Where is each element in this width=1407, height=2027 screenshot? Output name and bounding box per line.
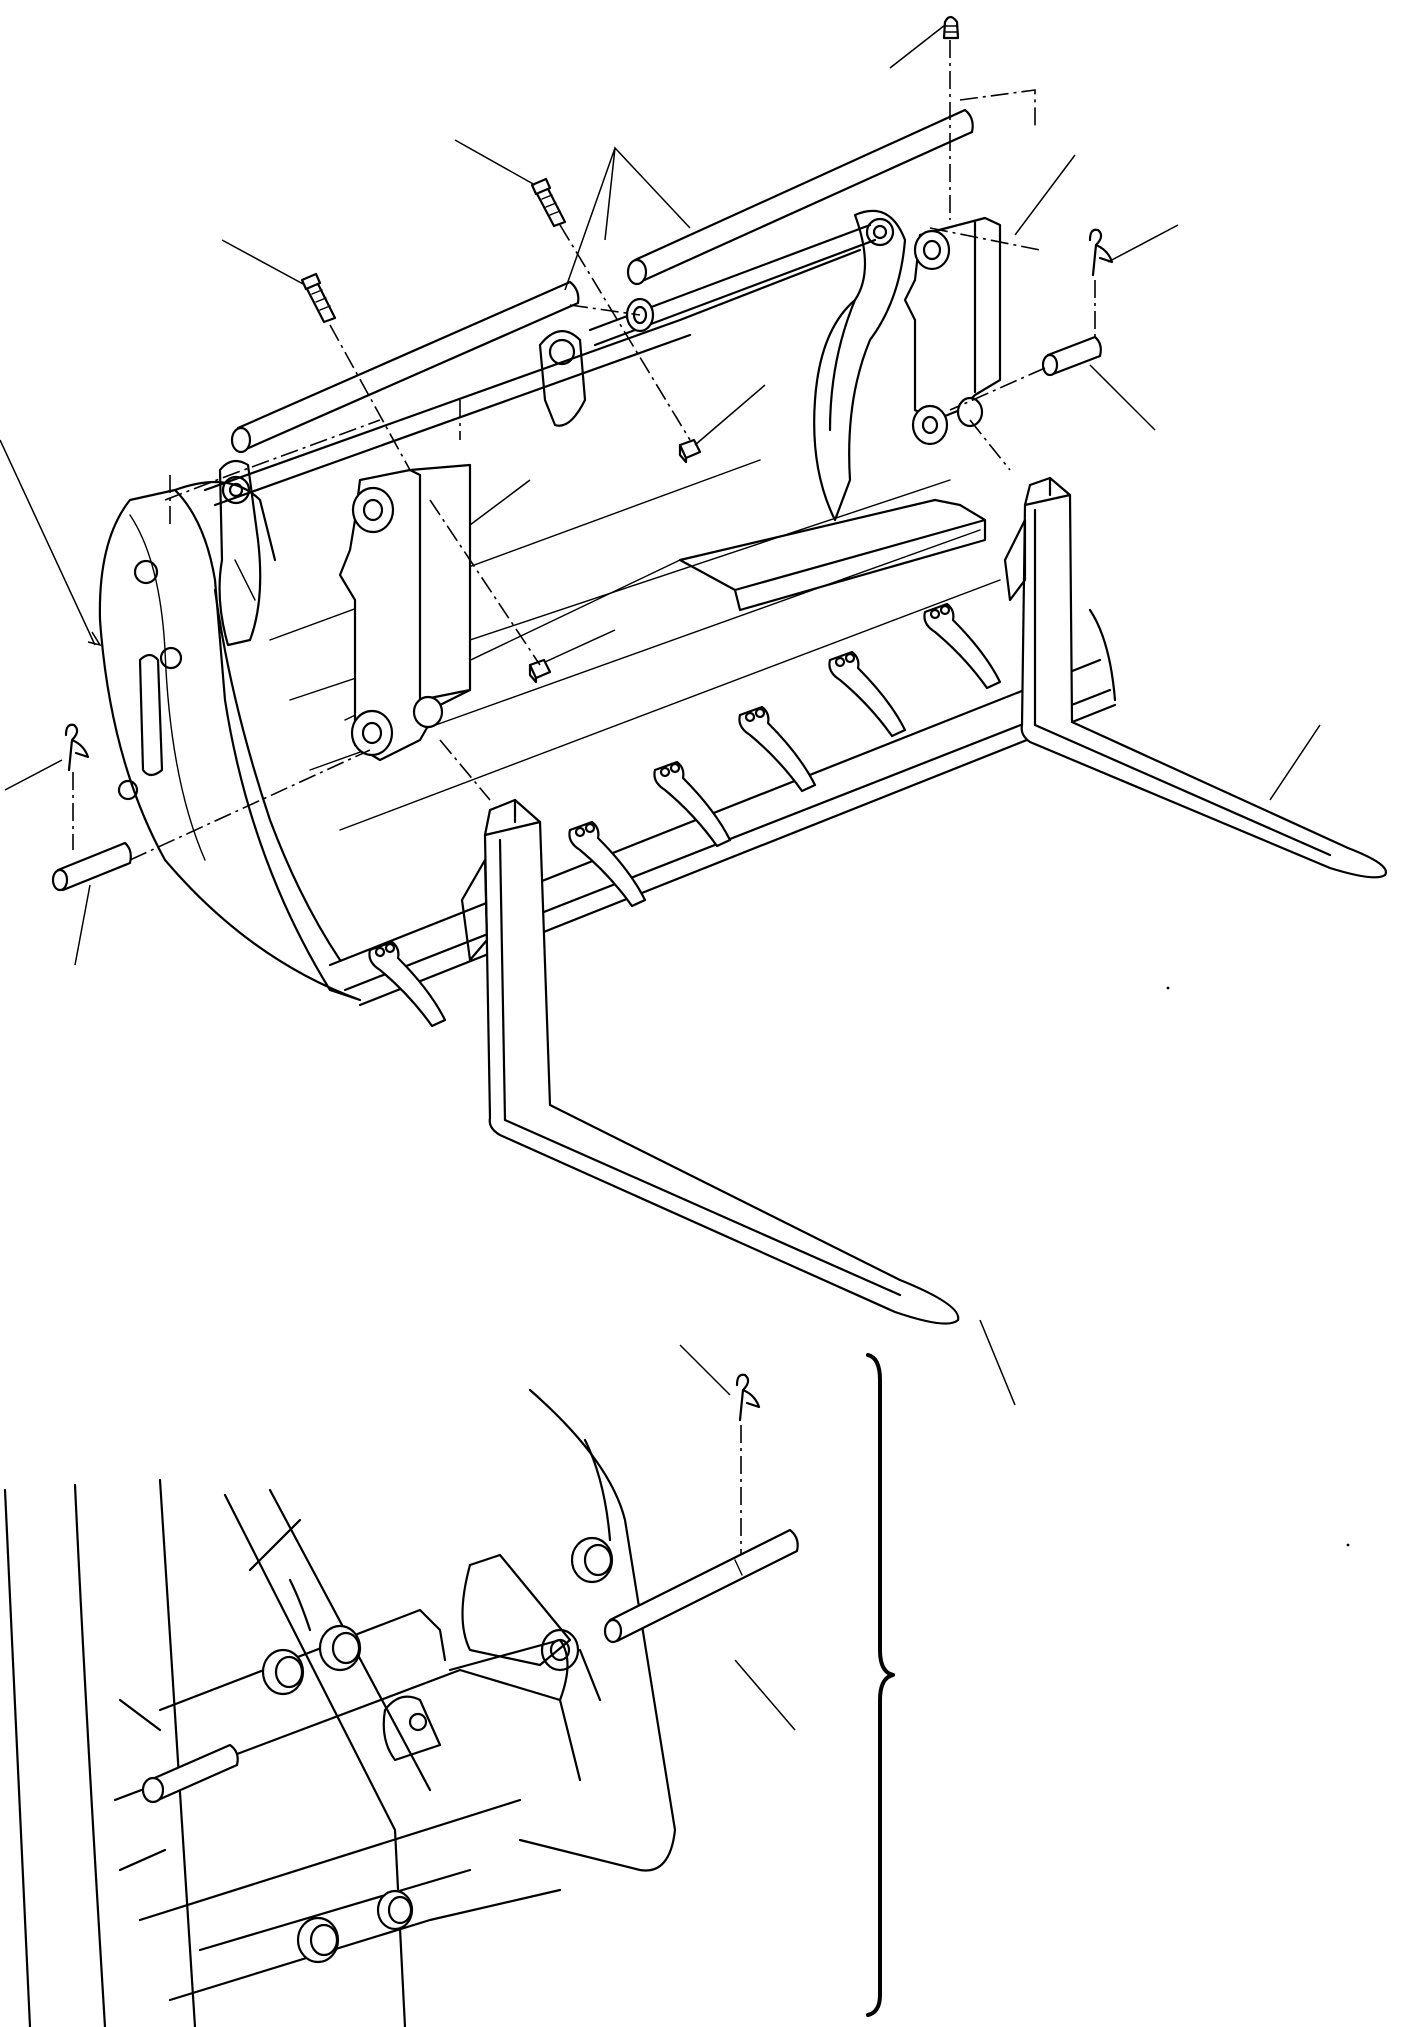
detail-brace [866, 1353, 895, 2017]
pivot-pin-left [51, 841, 132, 892]
fork-tine-right [1003, 476, 1388, 879]
hinge-pin-lower [230, 280, 580, 454]
hinge-brackets [218, 209, 907, 647]
detail-pin [603, 1528, 799, 1644]
retaining-clip-left [64, 723, 90, 772]
retaining-clip-right [1088, 228, 1114, 277]
bolt-left [300, 272, 337, 324]
speck [1166, 986, 1170, 990]
assembly-center-lines [72, 40, 1096, 861]
detail-loader-arm [3, 1388, 677, 2027]
speck [1346, 1543, 1350, 1547]
nut-left [528, 658, 552, 684]
fork-bracket-left [338, 463, 472, 762]
retaining-clip-detail [735, 1373, 761, 1555]
hinge-pin-upper [626, 108, 974, 286]
callout-leaders [0, 24, 1321, 1731]
fork-bracket-right [903, 216, 1002, 446]
fork-tine-left [460, 798, 960, 1325]
grease-fitting [942, 15, 960, 40]
bolt-center [530, 177, 567, 228]
cutting-teeth [368, 602, 1002, 1028]
pivot-pin-right [1041, 335, 1102, 377]
